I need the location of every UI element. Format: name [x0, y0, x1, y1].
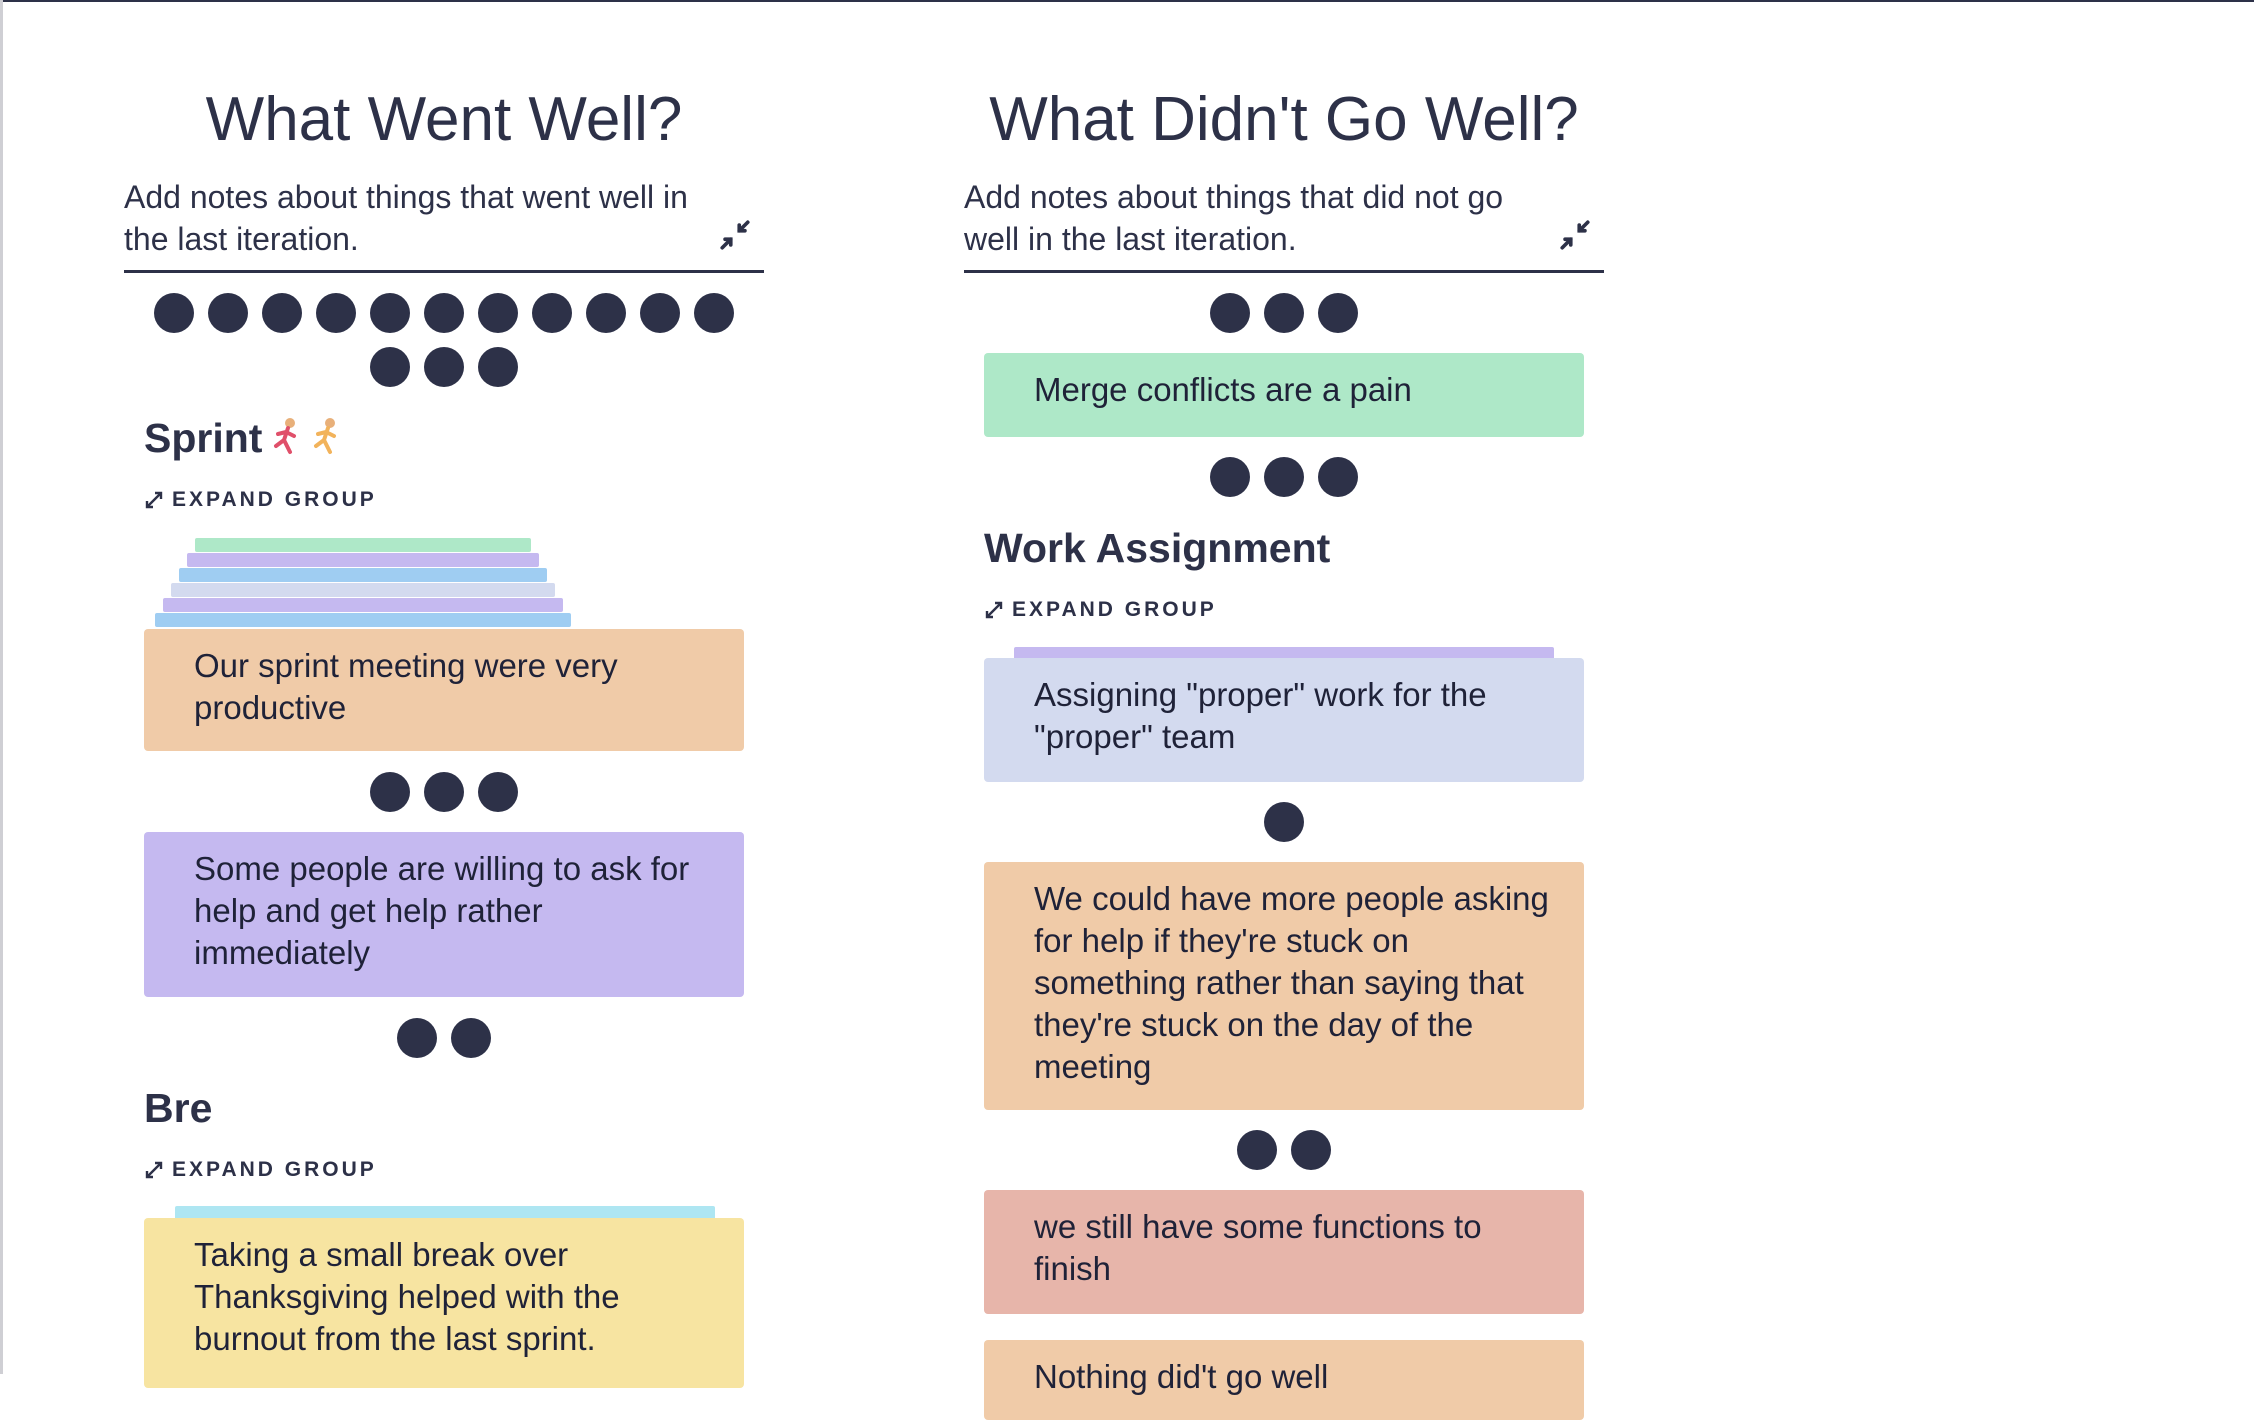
stacked-card-edge — [195, 538, 531, 552]
retro-card[interactable]: Our sprint meeting were very productive — [144, 629, 744, 751]
vote-dot — [478, 293, 518, 333]
column-divider — [124, 270, 764, 273]
column-description: Add notes about things that did not go w… — [964, 179, 1504, 257]
stacked-card-edge — [175, 1206, 715, 1220]
vote-dot — [424, 347, 464, 387]
vote-dot — [370, 347, 410, 387]
vote-dot — [640, 293, 680, 333]
stacked-card-edge — [163, 598, 563, 612]
vote-dot — [397, 1018, 437, 1058]
expand-arrows-icon — [145, 1161, 163, 1179]
retro-card[interactable]: Assigning "proper" work for the "proper"… — [984, 658, 1584, 782]
vote-dot — [1210, 457, 1250, 497]
card-text: we still have some functions to finish — [1034, 1208, 1482, 1287]
vote-dot — [1264, 802, 1304, 842]
expand-group-button[interactable]: EXPAND GROUP — [984, 597, 1217, 623]
expand-group-label: EXPAND GROUP — [172, 488, 377, 511]
vote-dot — [1237, 1130, 1277, 1170]
card-text: Nothing did't go well — [1034, 1358, 1329, 1395]
expand-group-label: EXPAND GROUP — [1012, 598, 1217, 621]
expand-group-label: EXPAND GROUP — [172, 1158, 377, 1181]
vote-dot — [424, 772, 464, 812]
vote-dot — [1264, 457, 1304, 497]
expand-arrows-icon — [985, 601, 1003, 619]
vote-dots — [144, 772, 744, 812]
vote-dot — [1291, 1130, 1331, 1170]
vote-dots — [984, 457, 1584, 497]
stacked-card-edge — [155, 613, 571, 627]
vote-dots — [144, 1018, 744, 1058]
window-left-border — [0, 0, 3, 1374]
vote-dot — [478, 772, 518, 812]
column-title: What Went Well? — [205, 85, 683, 154]
vote-dot — [154, 293, 194, 333]
vote-dot — [586, 293, 626, 333]
card-text: Merge conflicts are a pain — [1034, 371, 1412, 408]
runner-emoji-icon — [268, 416, 348, 467]
window-top-border — [0, 0, 2254, 2]
card-text: Some people are willing to ask for help … — [194, 850, 690, 971]
stacked-card-edge — [179, 568, 547, 582]
vote-dot — [694, 293, 734, 333]
group-title: Work Assignment — [984, 525, 1331, 571]
stacked-card-edge — [187, 553, 539, 567]
group-title: Sprint — [144, 413, 348, 467]
vote-dots — [984, 1130, 1584, 1170]
vote-dot — [316, 293, 356, 333]
retro-card[interactable]: Taking a small break over Thanksgiving h… — [144, 1218, 744, 1388]
stacked-card-edge — [171, 583, 555, 597]
card-text: We could have more people asking for hel… — [1034, 880, 1549, 1085]
card-text: Assigning "proper" work for the "proper"… — [1034, 676, 1487, 755]
expand-arrows-icon — [145, 491, 163, 509]
vote-dot — [532, 293, 572, 333]
retro-card[interactable]: We could have more people asking for hel… — [984, 862, 1584, 1110]
vote-dots — [984, 802, 1584, 842]
group-title: Bre — [144, 1085, 213, 1131]
vote-dot — [478, 347, 518, 387]
card-text: Our sprint meeting were very productive — [194, 647, 618, 726]
vote-dots — [984, 293, 1584, 333]
vote-dots — [144, 293, 744, 387]
expand-group-button[interactable]: EXPAND GROUP — [144, 487, 377, 513]
column-divider — [964, 270, 1604, 273]
vote-dot — [1318, 457, 1358, 497]
retro-card[interactable]: we still have some functions to finish — [984, 1190, 1584, 1314]
vote-dot — [451, 1018, 491, 1058]
column-description: Add notes about things that went well in… — [124, 179, 688, 257]
vote-dot — [1318, 293, 1358, 333]
vote-dot — [370, 772, 410, 812]
expand-group-button[interactable]: EXPAND GROUP — [144, 1157, 377, 1183]
vote-dot — [1264, 293, 1304, 333]
vote-dot — [1210, 293, 1250, 333]
retro-card[interactable]: Merge conflicts are a pain — [984, 353, 1584, 437]
vote-dot — [262, 293, 302, 333]
vote-dot — [208, 293, 248, 333]
card-text: Taking a small break over Thanksgiving h… — [194, 1236, 620, 1357]
vote-dot — [370, 293, 410, 333]
retro-card[interactable]: Some people are willing to ask for help … — [144, 832, 744, 997]
column-title: What Didn't Go Well? — [989, 85, 1579, 154]
vote-dot — [424, 293, 464, 333]
collapse-arrows-icon[interactable] — [1558, 218, 1592, 252]
retro-card[interactable]: Nothing did't go well — [984, 1340, 1584, 1420]
collapse-arrows-icon[interactable] — [718, 218, 752, 252]
stacked-card-edge — [1014, 647, 1554, 661]
